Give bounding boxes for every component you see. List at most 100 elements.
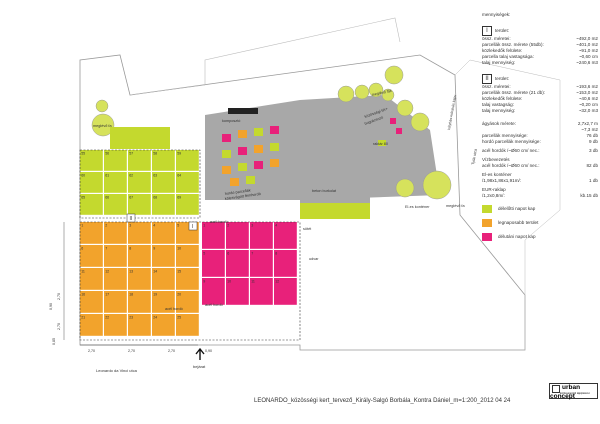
zone-I-label: I — [192, 224, 193, 230]
pink-cell-number: 5 — [203, 252, 205, 256]
acel2-label: acél hordók /~Ø60 cm/ nec.: — [482, 163, 540, 168]
orange-cell-number: 4 — [153, 224, 155, 228]
orange-cell-number: 3 — [129, 224, 131, 228]
kontener-label: /1,98x1,86x1,91m/: — [482, 178, 522, 183]
legend-swatch-row: délutáni napot kap — [482, 233, 598, 241]
orange-cell-number: 17 — [105, 293, 109, 297]
extra-label: hordó parcellák mennyisége: — [482, 139, 541, 144]
green-cell — [104, 194, 127, 215]
section-1-row: parcellák össz. mérete (55db):~401,0 m2 — [482, 42, 598, 48]
planter — [254, 161, 263, 169]
label-dim-v1: 2,70 — [57, 323, 61, 330]
section-2-row: parcellák össz. mérete (21 db):~153,0 m2 — [482, 90, 598, 96]
orange-cell-number: 15 — [177, 270, 181, 274]
tree-icon — [381, 88, 395, 102]
orange-cell-number: 1 — [81, 224, 83, 228]
legend-section-1: I terület: — [482, 26, 598, 36]
label-leonardo-utca: Leonardo da Vinci utca — [96, 368, 138, 373]
label-dim-2: 2,70 — [128, 349, 135, 353]
kontener-value: 1 db — [589, 178, 598, 183]
section-1-value: ~0,60 cm — [578, 54, 598, 59]
green-cell-number: 60 — [81, 174, 85, 178]
tree-icon — [91, 113, 115, 137]
acel2-value: 82 db — [586, 163, 599, 168]
label-bogradozo: bográcsozó — [364, 115, 384, 125]
label-komposzto: komposztó — [222, 119, 240, 123]
extra-row: hordó parcellák mennyisége:9 db — [482, 139, 598, 145]
label-dim-v4: 0,85 — [52, 338, 56, 345]
label-beton-burkolat: beton burkolat — [312, 189, 337, 193]
orange-cell-number: 20 — [177, 293, 181, 297]
logo-sub: közösségépítő tájépítészet — [560, 392, 590, 395]
section-2-row: talaj vastagság:~0,20 cm — [482, 102, 598, 108]
pink-cell-number: 9 — [203, 280, 205, 284]
planter — [222, 134, 231, 142]
pink-cell — [226, 250, 249, 277]
green-cell — [128, 172, 151, 193]
label-acel-hordo-2: acél hordó — [205, 303, 223, 307]
planter — [238, 147, 247, 155]
planters — [222, 118, 402, 186]
section-2-label: parcellák össz. mérete (21 db): — [482, 90, 546, 95]
neighbor-line — [129, 17, 401, 96]
orange-cell-number: 21 — [81, 316, 85, 320]
orange-cell — [80, 268, 103, 290]
tree-icon — [395, 178, 415, 198]
planter — [246, 176, 255, 184]
orange-cell — [80, 245, 103, 267]
green-cell — [80, 150, 103, 171]
zone-I-marker — [188, 221, 198, 231]
orange-cell — [176, 268, 199, 290]
section-1-label: parcellák össz. mérete (55db): — [482, 42, 544, 47]
orange-cell — [128, 268, 151, 290]
eur-row: /1,2x0,8m/:kb.15 db — [482, 193, 598, 199]
section-1-value: ~240,6 m3 — [576, 60, 598, 65]
green-cell-number: 69 — [177, 196, 181, 200]
pink-cell-number: 10 — [227, 280, 231, 284]
pink-cell-number: 7 — [251, 252, 253, 256]
orange-cell — [176, 245, 199, 267]
pink-cell — [274, 250, 297, 277]
green-cell-number: 63 — [153, 174, 157, 178]
orange-cell — [152, 245, 175, 267]
green-cell — [176, 194, 199, 215]
orange-cell-number: 6 — [81, 247, 83, 251]
tree-icon — [368, 82, 384, 98]
green-cell-number: 68 — [153, 196, 157, 200]
section-1-terulet: terület: — [495, 28, 510, 33]
orange-cell — [176, 314, 199, 336]
orange-cell — [152, 268, 175, 290]
section-2-value: ~0,20 cm — [578, 102, 598, 107]
legend-swatch-label: délelőtti napot kap — [498, 206, 536, 211]
section-1-label: parcella talaj vastagsága: — [482, 54, 534, 59]
tree-icon — [410, 112, 430, 132]
label-megallo-fa-top: meglévő fák — [371, 89, 392, 97]
site-boundary — [79, 54, 526, 351]
footer-caption: LEONARDO_közösségi kert_tervező_Király-S… — [254, 398, 511, 404]
green-parcels-top — [110, 127, 170, 149]
legend-swatch-row: délelőtti napot kap — [482, 205, 598, 213]
green-cell — [128, 150, 151, 171]
pink-cell — [274, 278, 297, 305]
label-hordo-sub: kölesvágott fémhordó — [225, 192, 262, 201]
beton-burkolat-area — [300, 175, 370, 203]
acel1-row: acél hordók /~Ø60 cm/ nec.:3 db — [482, 148, 598, 154]
section-2-number: II — [482, 74, 492, 84]
legend-swatch — [482, 233, 492, 241]
tree-icon — [337, 85, 355, 103]
section-1-label: közlekedők felülete: — [482, 48, 523, 53]
legend-section-2: II terület: — [482, 74, 598, 84]
orange-cell-number: 12 — [105, 270, 109, 274]
pink-cell — [226, 278, 249, 305]
orange-cell — [176, 291, 199, 313]
green-cell — [128, 194, 151, 215]
planter — [270, 159, 279, 167]
orange-cell-number: 23 — [129, 316, 133, 320]
green-cell-number: 65 — [81, 196, 85, 200]
green-cell — [80, 172, 103, 193]
